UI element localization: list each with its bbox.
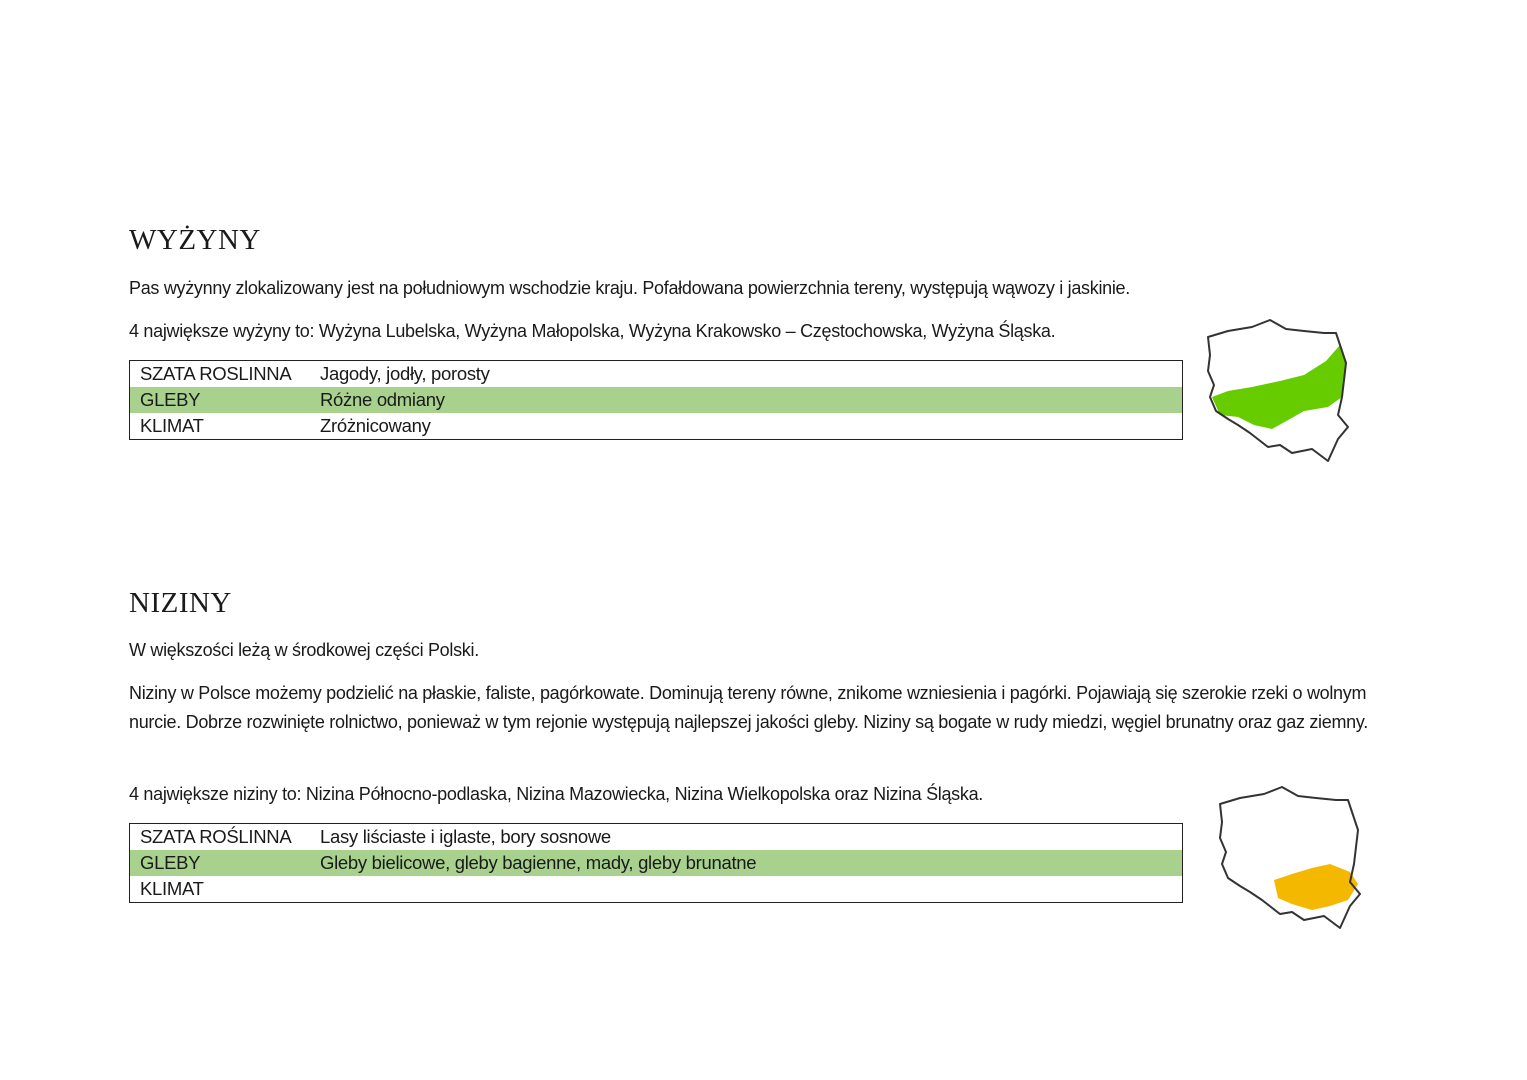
table-row: SZATA ROŚLINNA Lasy liściaste i iglaste,… xyxy=(130,824,1183,851)
table-row: KLIMAT Zróżnicowany xyxy=(130,413,1183,440)
table-key: SZATA ROSLINNA xyxy=(140,363,292,384)
poland-map-icon xyxy=(1207,319,1349,462)
paragraph: Pas wyżynny zlokalizowany jest na połudn… xyxy=(129,278,1130,298)
table-value: Lasy liściaste i iglaste, bory sosnowe xyxy=(320,826,611,847)
poland-map-icon xyxy=(1219,786,1361,929)
section-title: NIZINY xyxy=(129,587,232,619)
table-row: SZATA ROSLINNA Jagody, jodły, porosty xyxy=(130,361,1183,388)
table-key: GLEBY xyxy=(129,850,310,876)
table-value: Zróżnicowany xyxy=(320,415,431,436)
table-value: Różne odmiany xyxy=(310,387,1183,413)
paragraph: W większości leżą w środkowej części Pol… xyxy=(129,640,479,660)
table-key: KLIMAT xyxy=(140,878,204,899)
paragraph: Niziny w Polsce możemy podzielić na płas… xyxy=(129,683,1368,732)
section-wyzyny: WYŻYNY Pas wyżynny zlokalizowany jest na… xyxy=(129,224,1409,440)
table-value xyxy=(310,876,1183,903)
table-row: KLIMAT xyxy=(130,876,1183,903)
section-title: WYŻYNY xyxy=(129,224,261,256)
table-value: Jagody, jodły, porosty xyxy=(320,363,490,384)
table-key: GLEBY xyxy=(129,387,310,413)
info-table: SZATA ROŚLINNA Lasy liściaste i iglaste,… xyxy=(129,823,1183,903)
paragraph: 4 największe wyżyny to: Wyżyna Lubelska,… xyxy=(129,321,1056,341)
table-value: Gleby bielicowe, gleby bagienne, mady, g… xyxy=(310,850,1183,876)
table-key: SZATA ROŚLINNA xyxy=(140,826,292,847)
table-row: GLEBY Gleby bielicowe, gleby bagienne, m… xyxy=(129,850,1183,876)
info-table: SZATA ROSLINNA Jagody, jodły, porosty GL… xyxy=(129,360,1183,440)
paragraph: 4 największe niziny to: Nizina Północno-… xyxy=(129,784,983,804)
table-key: KLIMAT xyxy=(140,415,204,436)
table-row: GLEBY Różne odmiany xyxy=(129,387,1183,413)
section-niziny: NIZINY W większości leżą w środkowej czę… xyxy=(129,587,1409,903)
